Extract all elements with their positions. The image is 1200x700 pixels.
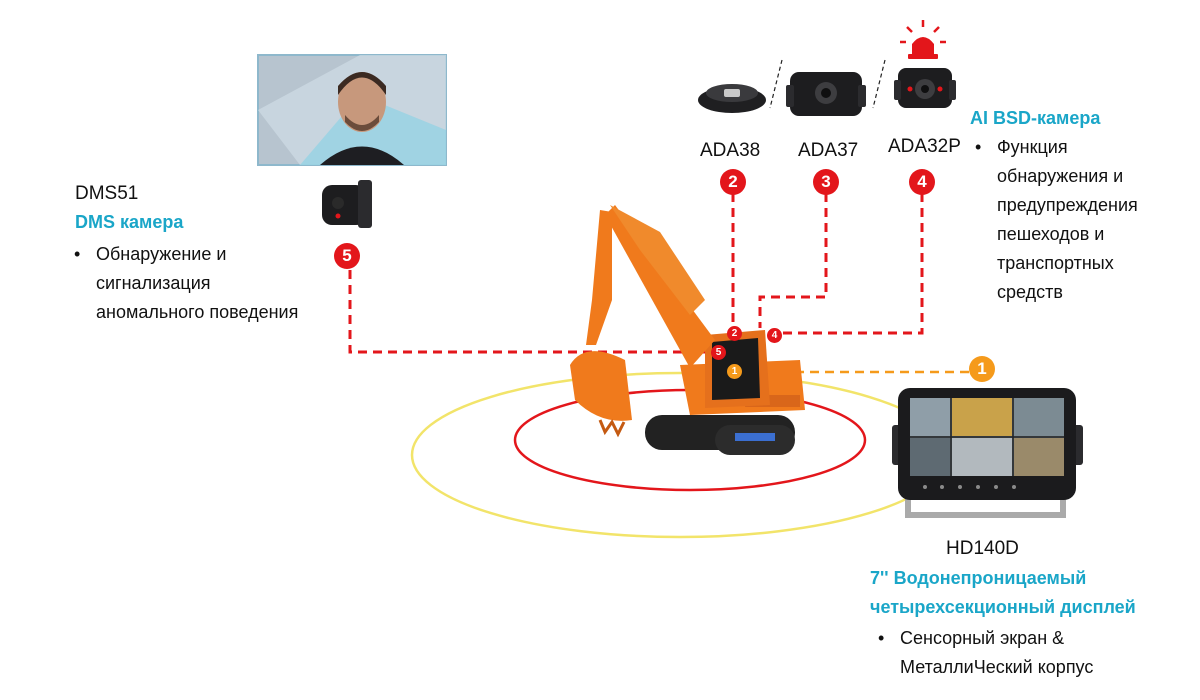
alarm-beacon-icon xyxy=(900,20,946,59)
monitor-feature-list: Сенсорный экран &МеталлиЧеский корпус xyxy=(876,624,1093,682)
monitor-title-line2: четырехсекционный дисплей xyxy=(870,597,1136,617)
monitor-device xyxy=(892,388,1083,518)
badge-ada37: 3 xyxy=(813,169,839,195)
ada38-camera-device xyxy=(698,84,766,113)
dms-camera-device xyxy=(322,180,372,228)
dms-model-label: DMS51 xyxy=(75,183,139,204)
badge-small-monitor: 1 xyxy=(727,364,742,379)
driver-face-image xyxy=(257,54,447,166)
ada32p-model-label: ADA32P xyxy=(888,136,961,157)
monitor-title-line1: 7'' Водонепроницаемый xyxy=(870,568,1087,588)
badge-ada32p: 4 xyxy=(909,169,935,195)
line-ada32p xyxy=(765,193,924,335)
line-ada37 xyxy=(758,193,828,328)
badge-small-ada32p: 4 xyxy=(767,328,782,343)
monitor-feature-text: Сенсорный экран &МеталлиЧеский корпус xyxy=(876,624,1093,682)
ada32p-title: AI BSD-камера xyxy=(970,108,1101,128)
badge-dms: 5 xyxy=(334,243,360,269)
badge-monitor: 1 xyxy=(969,356,995,382)
ada38-model-label: ADA38 xyxy=(700,140,761,161)
outer-detection-ring xyxy=(410,371,950,539)
ada37-model-label: ADA37 xyxy=(798,140,859,161)
monitor-model-label: HD140D xyxy=(946,538,1019,559)
dms-title: DMS камера xyxy=(75,212,184,232)
badge-small-dms: 5 xyxy=(711,345,726,360)
ada32p-camera-device xyxy=(894,68,956,108)
ada37-camera-device xyxy=(786,72,866,116)
badge-small-ada38: 2 xyxy=(727,326,742,341)
badge-ada38: 2 xyxy=(720,169,746,195)
